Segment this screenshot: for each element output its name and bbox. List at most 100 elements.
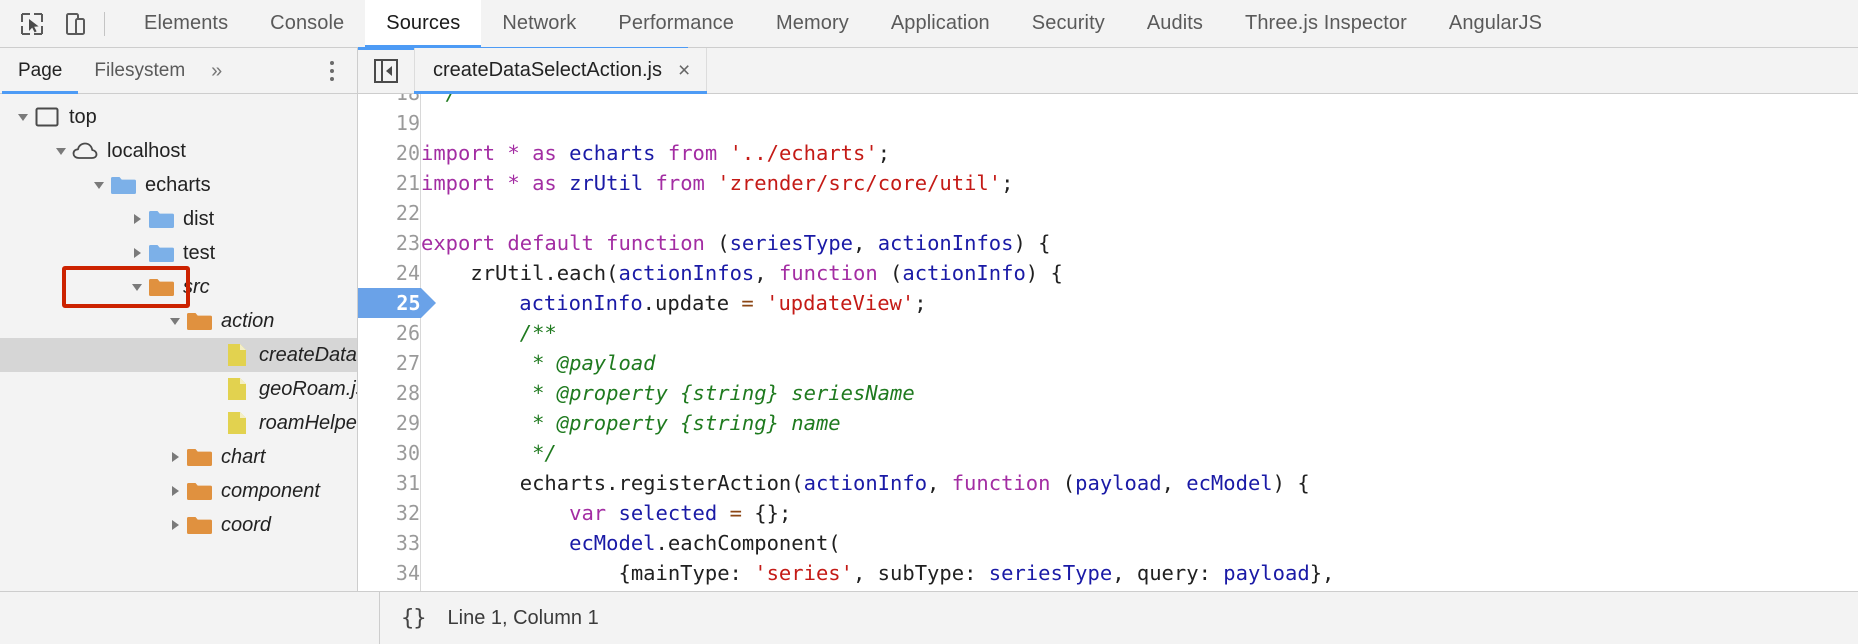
tree-item-georoam-js[interactable]: geoRoam.js xyxy=(0,372,357,406)
tree-item-src[interactable]: src xyxy=(0,270,357,304)
more-options-icon[interactable] xyxy=(321,58,343,84)
code-line-content[interactable]: */ xyxy=(421,441,557,465)
tree-item-echarts[interactable]: echarts xyxy=(0,168,357,202)
close-icon[interactable]: × xyxy=(678,59,691,82)
tab-memory[interactable]: Memory xyxy=(755,0,870,47)
code-line: 27 * @payload xyxy=(358,348,1858,378)
chevron-right-icon[interactable] xyxy=(126,212,148,226)
navigator-tabbar: Page Filesystem » xyxy=(0,48,357,94)
line-number[interactable]: 33 xyxy=(358,528,421,558)
chevron-right-icon[interactable] xyxy=(164,484,186,498)
tree-item-label: action xyxy=(221,309,275,332)
tab-console[interactable]: Console xyxy=(249,0,365,47)
tree-item-test[interactable]: test xyxy=(0,236,357,270)
chevron-down-icon[interactable] xyxy=(50,144,72,158)
tab-label: Elements xyxy=(144,12,229,34)
code-line-content[interactable]: /** xyxy=(421,321,557,345)
code-line-content[interactable]: export default function (seriesType, act… xyxy=(421,231,1051,255)
code-line-content[interactable]: actionInfo.update = 'updateView'; xyxy=(519,291,927,315)
tab-performance[interactable]: Performance xyxy=(597,0,755,47)
code-line-content[interactable]: ecModel.eachComponent( xyxy=(569,531,841,555)
nav-tab-page[interactable]: Page xyxy=(2,49,79,94)
line-number[interactable]: 24 xyxy=(358,258,421,288)
inspect-element-icon[interactable] xyxy=(10,0,54,47)
chevron-down-icon[interactable] xyxy=(164,314,186,328)
device-toolbar-icon[interactable] xyxy=(54,0,98,47)
pretty-print-icon[interactable]: {} xyxy=(401,605,426,631)
tree-item-dist[interactable]: dist xyxy=(0,202,357,236)
show-navigator-icon[interactable] xyxy=(358,48,414,93)
chevron-right-icon[interactable] xyxy=(164,450,186,464)
code-line-content[interactable]: */ xyxy=(421,94,1858,108)
code-line-content[interactable]: zrUtil.each(actionInfos, function (actio… xyxy=(421,261,1063,285)
chevron-double-right-icon[interactable]: » xyxy=(211,59,223,82)
tree-item-chart[interactable]: chart xyxy=(0,440,357,474)
tab-label: Memory xyxy=(776,12,849,34)
cursor-position-label: Line 1, Column 1 xyxy=(447,606,599,629)
chevron-right-icon[interactable] xyxy=(126,246,148,260)
line-number[interactable]: 23 xyxy=(358,228,421,258)
chevron-down-icon[interactable] xyxy=(88,178,110,192)
code-line-content[interactable]: * @payload xyxy=(421,351,656,375)
line-number[interactable]: 26 xyxy=(358,318,421,348)
tab-angularjs[interactable]: AngularJS xyxy=(1428,0,1563,47)
tree-item-top[interactable]: top xyxy=(0,100,357,134)
code-line-content[interactable]: function (seriesModel) { xyxy=(421,588,1858,591)
tab-audits[interactable]: Audits xyxy=(1126,0,1224,47)
code-line-content[interactable]: import * as echarts from '../echarts'; xyxy=(421,141,891,165)
tree-item-localhost[interactable]: localhost xyxy=(0,134,357,168)
chevron-right-icon[interactable] xyxy=(164,518,186,532)
line-number[interactable]: 30 xyxy=(358,438,421,468)
tree-item-action[interactable]: action xyxy=(0,304,357,338)
line-number[interactable]: 25 xyxy=(358,288,435,318)
tab-threejs-inspector[interactable]: Three.js Inspector xyxy=(1224,0,1428,47)
frame-icon xyxy=(34,106,60,128)
line-number[interactable]: 19 xyxy=(358,108,421,138)
code-line-content[interactable]: * @property {string} seriesName xyxy=(421,381,915,405)
tab-application[interactable]: Application xyxy=(870,0,1011,47)
tab-network[interactable]: Network xyxy=(481,0,597,47)
nav-tab-label: Filesystem xyxy=(94,59,186,81)
tab-elements[interactable]: Elements xyxy=(123,0,249,47)
code-line-content[interactable]: * @property {string} name xyxy=(421,411,841,435)
folder-icon xyxy=(186,480,212,502)
tree-item-roamhelper-js[interactable]: roamHelper.js xyxy=(0,406,357,440)
folder-icon xyxy=(148,242,174,264)
cloud-icon xyxy=(72,140,98,162)
line-number[interactable]: 28 xyxy=(358,378,421,408)
line-number[interactable]: 27 xyxy=(358,348,421,378)
line-number[interactable]: 32 xyxy=(358,498,421,528)
line-number[interactable]: 35 xyxy=(358,588,421,591)
line-number[interactable]: 31 xyxy=(358,468,421,498)
code-line-content[interactable]: var selected = {}; xyxy=(569,501,792,525)
code-line-content[interactable]: echarts.registerAction(actionInfo, funct… xyxy=(421,471,1310,495)
tree-item-label: roamHelper.js xyxy=(259,411,357,434)
cursor-arrow-icon xyxy=(19,11,45,37)
code-line-content[interactable]: import * as zrUtil from 'zrender/src/cor… xyxy=(421,171,1014,195)
nav-tab-filesystem[interactable]: Filesystem xyxy=(78,49,201,93)
code-line-content[interactable] xyxy=(421,198,1858,228)
code-line-content[interactable]: {mainType: 'series', subType: seriesType… xyxy=(421,561,1335,585)
code-line-content[interactable] xyxy=(421,108,1858,138)
editor-tab-createdataselectaction[interactable]: createDataSelectAction.js × xyxy=(414,48,708,94)
chevron-down-icon[interactable] xyxy=(126,280,148,294)
line-number[interactable]: 29 xyxy=(358,408,421,438)
line-number[interactable]: 21 xyxy=(358,168,421,198)
tree-item-createdataselectaction-js[interactable]: createDataSelectAction.js xyxy=(0,338,357,372)
line-number[interactable]: 34 xyxy=(358,558,421,588)
tree-item-component[interactable]: component xyxy=(0,474,357,508)
tree-item-label: component xyxy=(221,479,320,502)
tree-item-coord[interactable]: coord xyxy=(0,508,357,542)
chevron-down-icon[interactable] xyxy=(12,110,34,124)
tab-sources[interactable]: Sources xyxy=(365,0,482,48)
line-number[interactable]: 22 xyxy=(358,198,421,228)
tab-security[interactable]: Security xyxy=(1011,0,1126,47)
line-number[interactable]: 20 xyxy=(358,138,421,168)
tree-item-label: top xyxy=(69,105,97,128)
line-number[interactable]: 18 xyxy=(358,94,421,108)
tab-label: Security xyxy=(1031,12,1105,34)
tree-item-label: dist xyxy=(183,207,215,230)
